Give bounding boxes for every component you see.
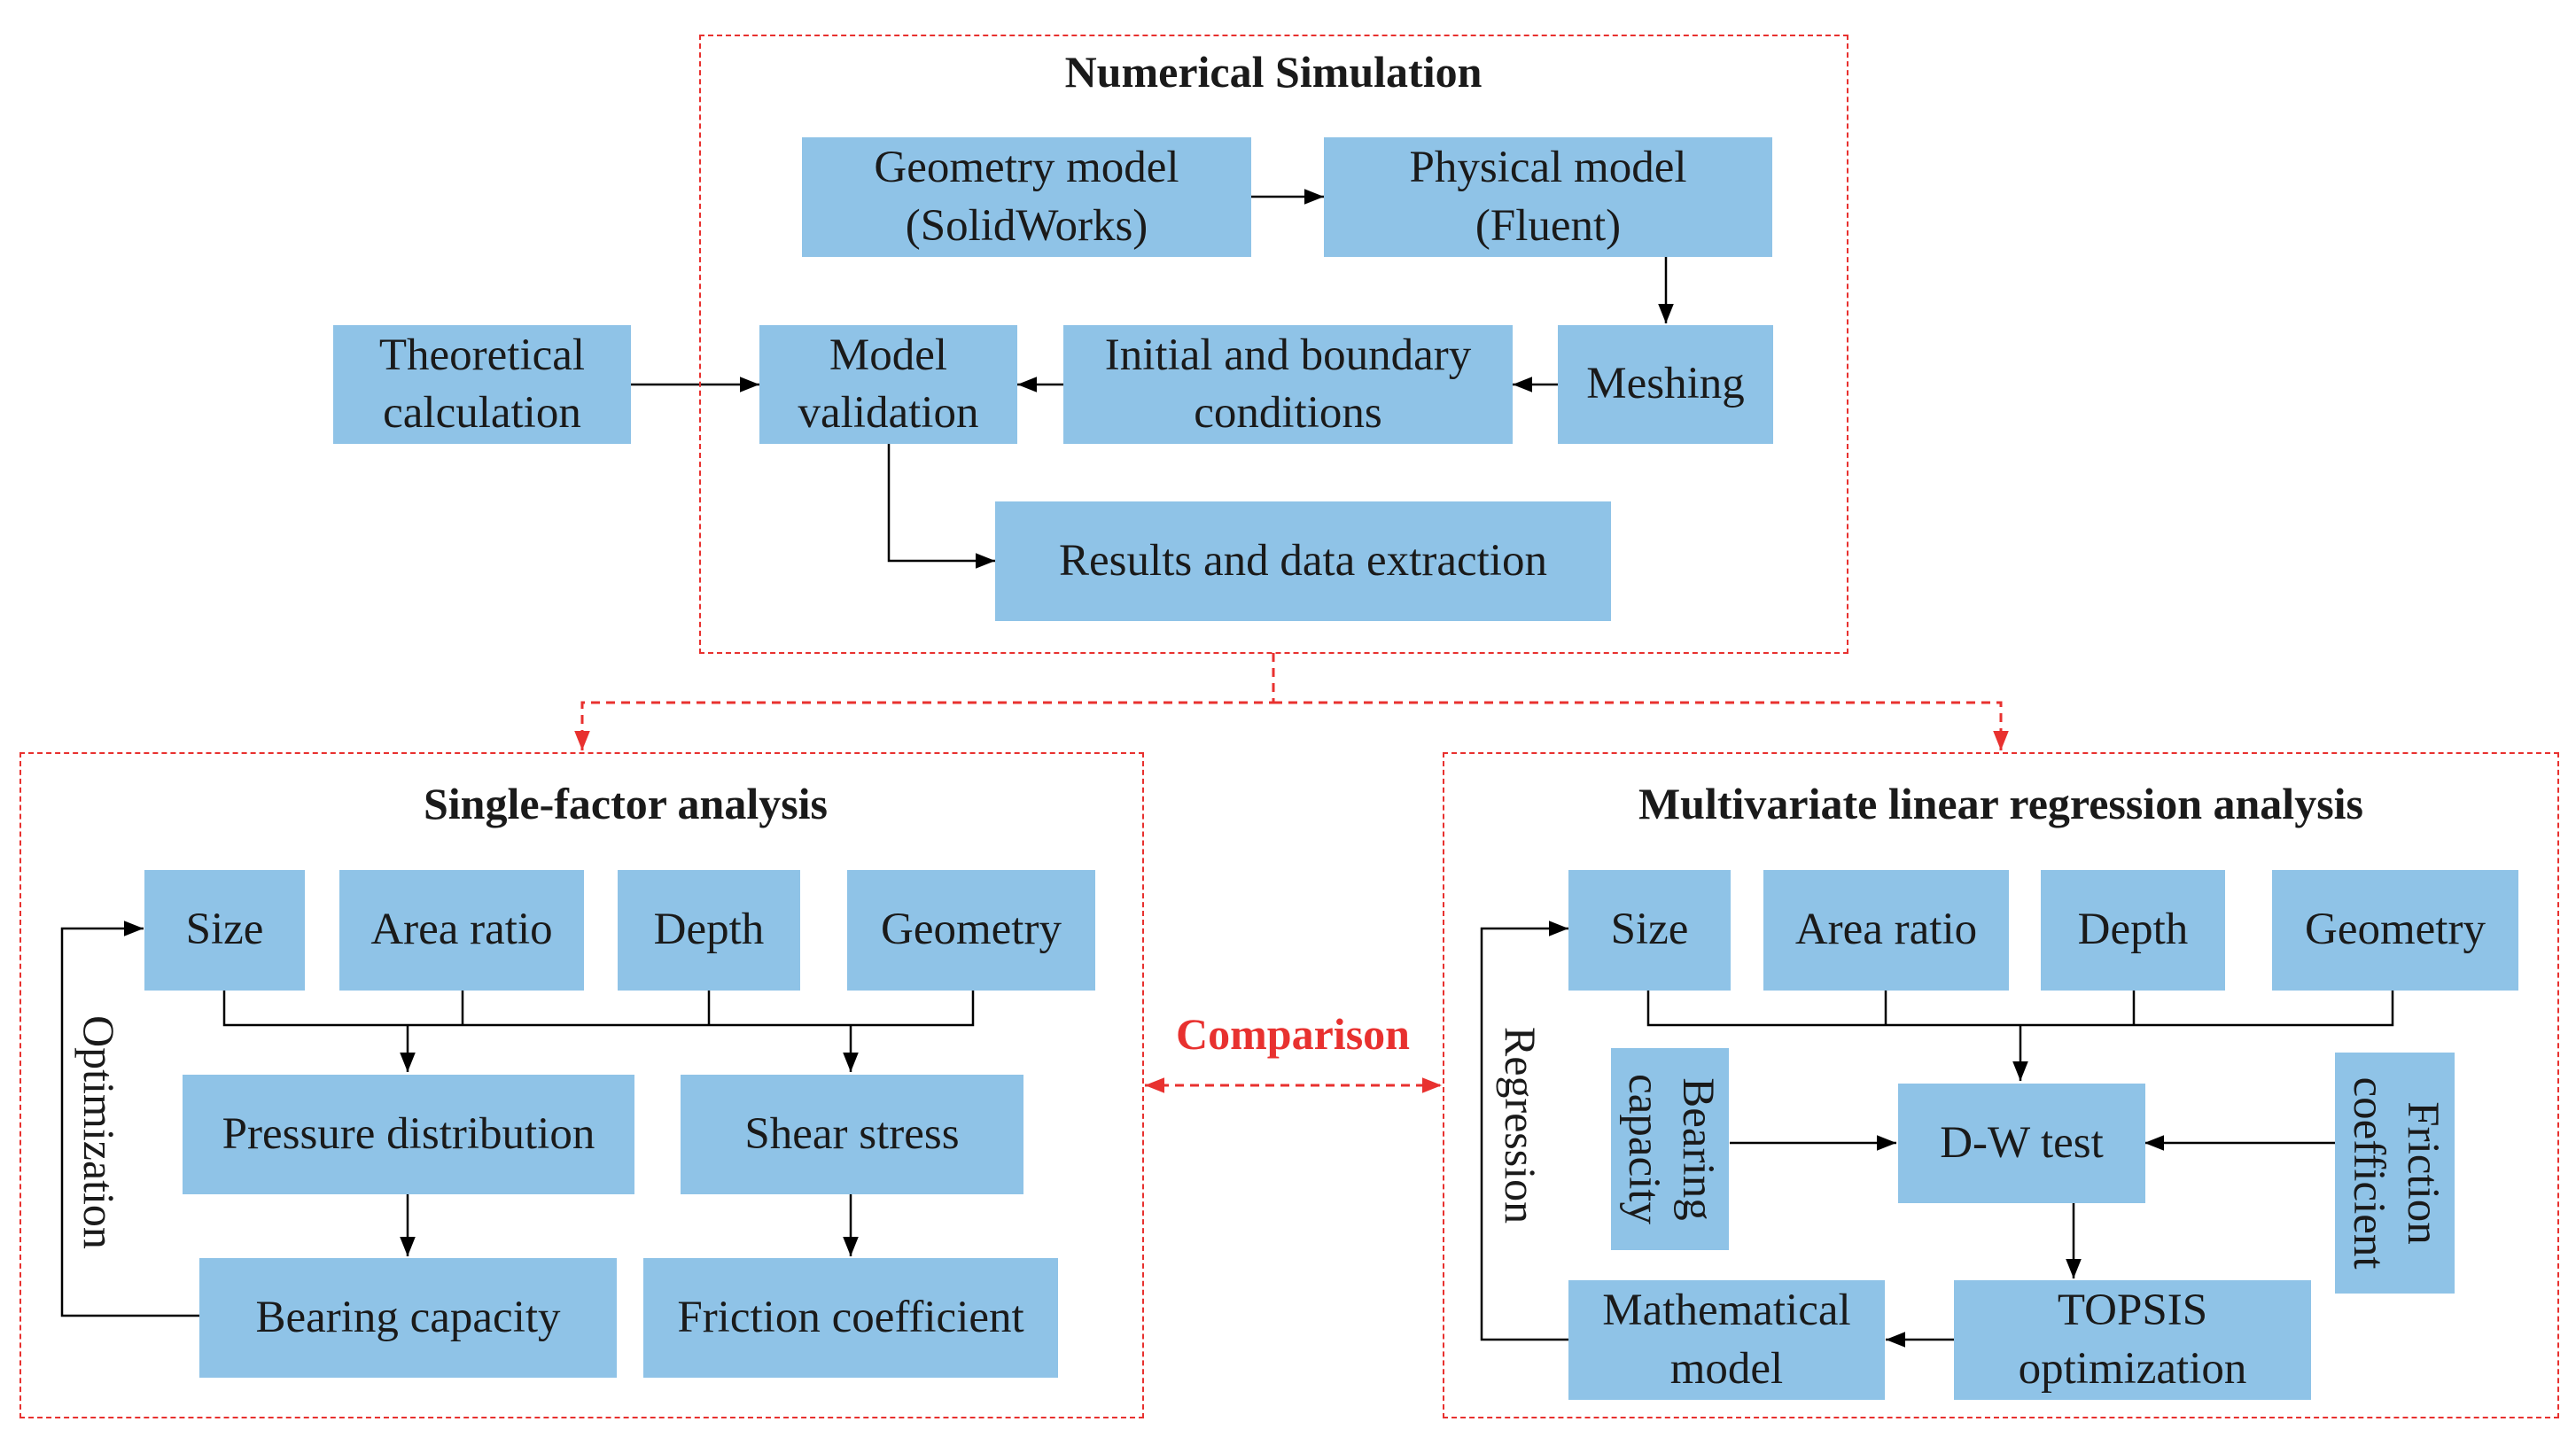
results-extraction-box: Results and data extraction — [995, 501, 1611, 621]
arrow-validation-to-results — [887, 443, 995, 569]
single-size-box: Size — [144, 870, 305, 991]
single-geometry-box: Geometry — [847, 870, 1095, 991]
meshing-box: Meshing — [1558, 325, 1773, 444]
single-factor-frame — [19, 752, 1144, 1418]
multivariate-frame — [1443, 752, 2559, 1418]
geometry-model-box: Geometry model(SolidWorks) — [802, 137, 1251, 257]
regression-label: Regression — [1496, 1026, 1545, 1224]
multivariate-title: Multivariate linear regression analysis — [1638, 779, 2364, 828]
physical-model-box: Physical model(Fluent) — [1324, 137, 1772, 257]
dw-test-box: D-W test — [1898, 1084, 2145, 1203]
factor-bus-single — [222, 991, 975, 1027]
single-depth-box: Depth — [618, 870, 800, 991]
optimization-label: Optimization — [74, 1015, 124, 1249]
single-factor-title: Single-factor analysis — [423, 779, 829, 828]
single-area-ratio-box: Area ratio — [339, 870, 584, 991]
shear-stress-box: Shear stress — [681, 1075, 1023, 1194]
optimization-loop — [60, 921, 199, 1317]
single-bearing-capacity-box: Bearing capacity — [199, 1258, 617, 1378]
regression-loop — [1480, 921, 1568, 1341]
pressure-distribution-box: Pressure distribution — [183, 1075, 634, 1194]
comparison-label: Comparison — [1176, 1009, 1410, 1059]
split-to-single-factor — [574, 653, 1275, 750]
multi-size-box: Size — [1568, 870, 1731, 991]
multi-geometry-box: Geometry — [2272, 870, 2518, 991]
numerical-simulation-title: Numerical Simulation — [1064, 47, 1483, 97]
multi-depth-box: Depth — [2041, 870, 2225, 991]
split-to-multivariate — [1273, 701, 2009, 750]
multi-area-ratio-box: Area ratio — [1763, 870, 2009, 991]
single-friction-coefficient-box: Friction coefficient — [643, 1258, 1058, 1378]
numerical-simulation-frame — [699, 35, 1848, 654]
